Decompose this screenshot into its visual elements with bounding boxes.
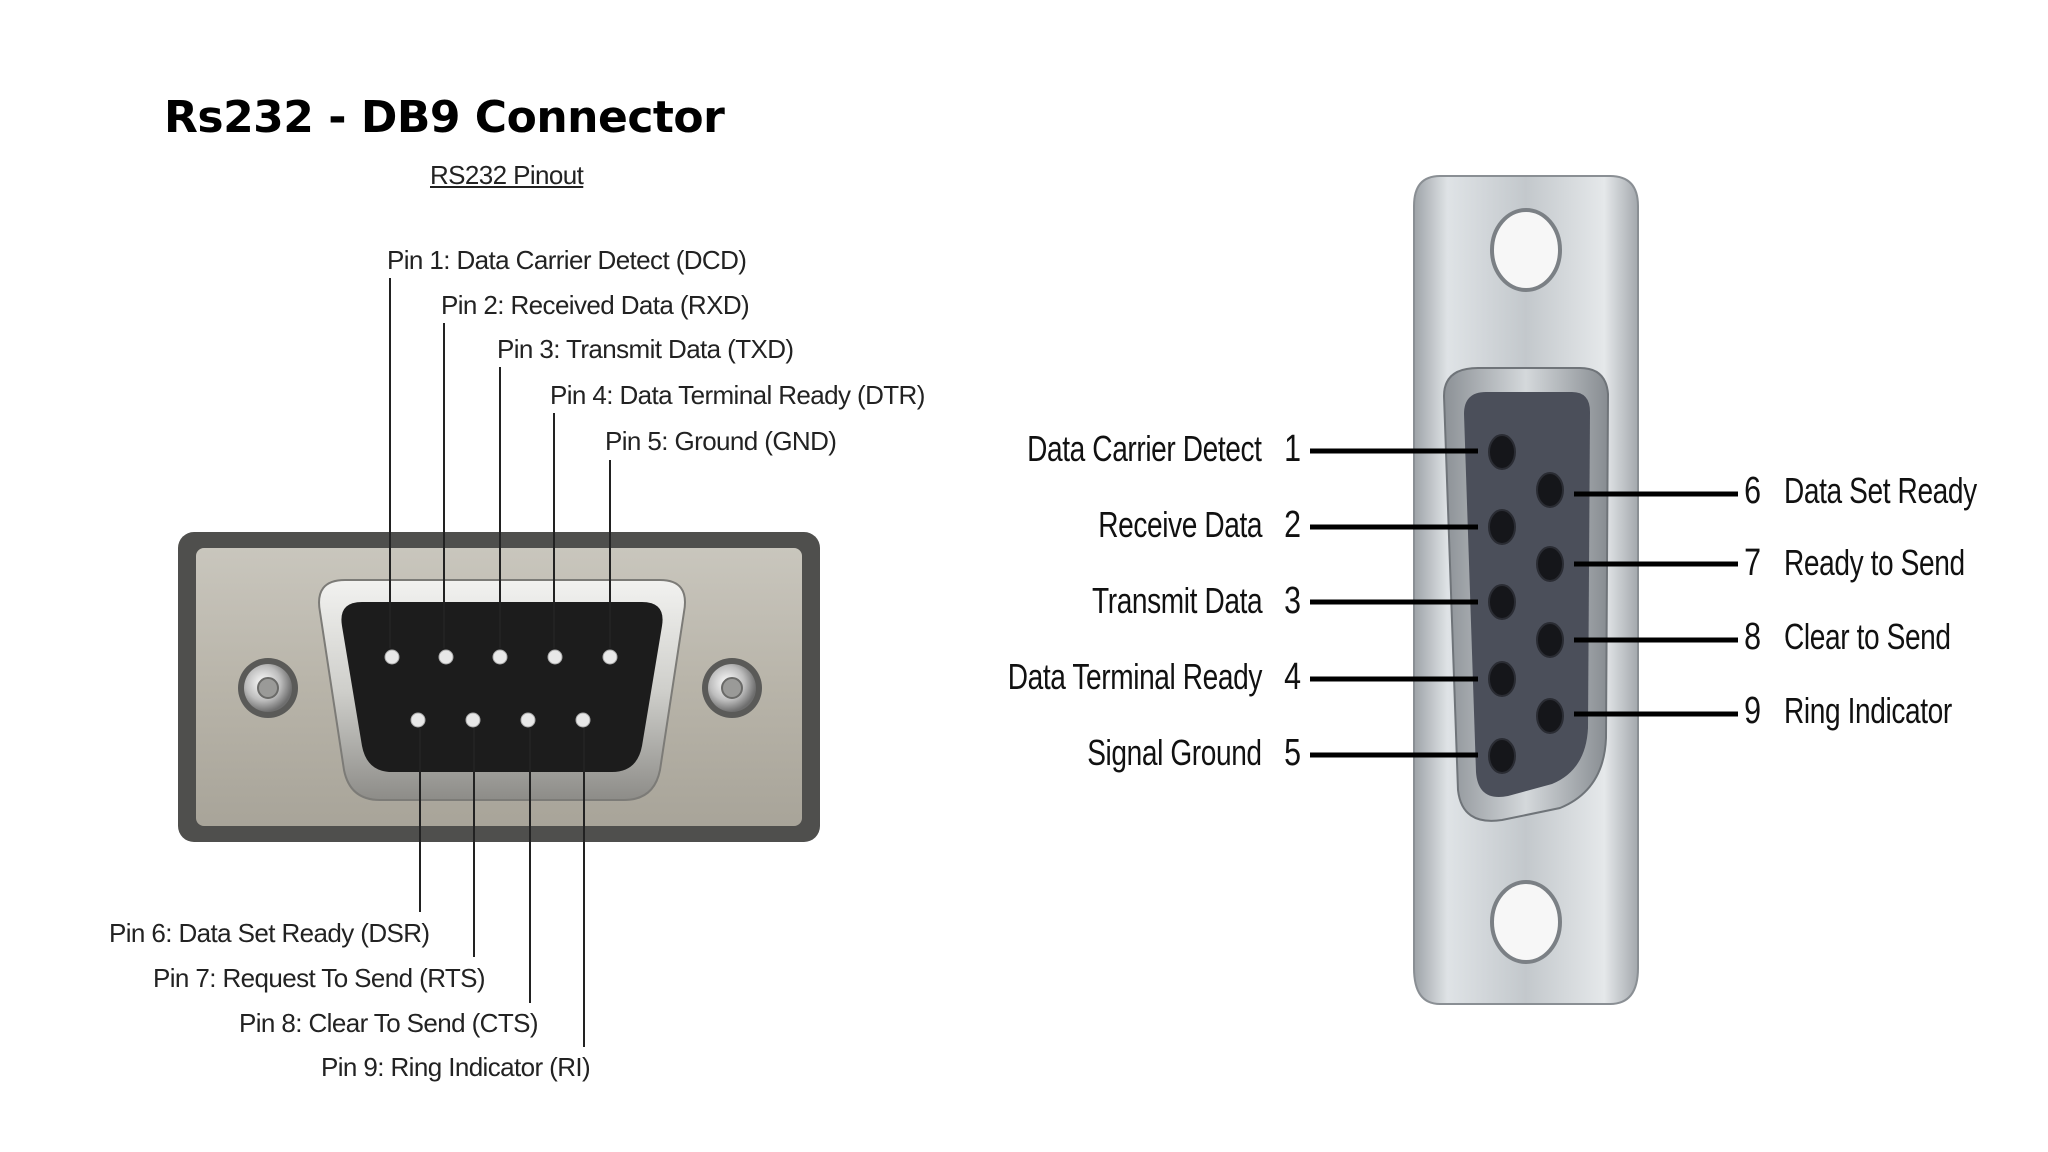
pin-4 — [547, 649, 563, 665]
pin-7 — [465, 712, 481, 728]
pin-number: 3 — [1284, 580, 1302, 622]
pin-label: Pin 2: Received Data (RXD) — [441, 290, 750, 320]
slide-title: Rs232 - DB9 Connector — [164, 92, 725, 143]
pin-name: Data Set Ready — [1784, 470, 1977, 511]
pin-name: Data Terminal Ready — [1007, 656, 1263, 697]
mounting-hole — [1490, 208, 1562, 292]
pin-number: 4 — [1284, 656, 1302, 698]
pin-name: Transmit Data — [1091, 580, 1263, 621]
pin-number: 2 — [1284, 504, 1302, 546]
pin-label: Pin 8: Clear To Send (CTS) — [239, 1008, 539, 1038]
socket-9 — [1536, 698, 1564, 734]
pin-number: 5 — [1284, 732, 1302, 774]
connector-insert-right — [1464, 392, 1590, 797]
pin-2 — [438, 649, 454, 665]
pin-label: Pin 5: Ground (GND) — [605, 426, 837, 456]
pin-9 — [575, 712, 591, 728]
socket-1 — [1488, 434, 1516, 470]
pin-8 — [520, 712, 536, 728]
pin-number: 7 — [1744, 542, 1762, 584]
pin-6 — [410, 712, 426, 728]
connector-insert — [341, 602, 663, 772]
socket-6 — [1536, 472, 1564, 508]
pin-name: Ready to Send — [1784, 542, 1965, 583]
pin-label: Pin 4: Data Terminal Ready (DTR) — [550, 380, 925, 410]
mounting-hole — [1490, 880, 1562, 964]
socket-2 — [1488, 509, 1516, 545]
pin-number: 6 — [1744, 470, 1762, 512]
pin-name: Clear to Send — [1784, 616, 1951, 657]
socket-5 — [1488, 738, 1516, 774]
pin-label: Pin 6: Data Set Ready (DSR) — [109, 918, 430, 948]
pin-number: 9 — [1744, 690, 1762, 732]
pinout-title: RS232 Pinout — [430, 160, 584, 190]
socket-8 — [1536, 622, 1564, 658]
pin-name: Signal Ground — [1087, 732, 1263, 773]
pin-label: Pin 7: Request To Send (RTS) — [153, 963, 486, 993]
pin-1 — [384, 649, 400, 665]
socket-3 — [1488, 584, 1516, 620]
pin-name: Data Carrier Detect — [1027, 428, 1263, 469]
socket-4 — [1488, 661, 1516, 697]
pin-3 — [492, 649, 508, 665]
pin-label: Pin 9: Ring Indicator (RI) — [321, 1052, 591, 1082]
pin-number: 8 — [1744, 616, 1762, 658]
pin-label: Pin 3: Transmit Data (TXD) — [497, 334, 794, 364]
pin-label: Pin 1: Data Carrier Detect (DCD) — [387, 245, 747, 275]
pin-number: 1 — [1284, 428, 1302, 470]
pin-name: Ring Indicator — [1784, 690, 1952, 731]
pin-name: Receive Data — [1098, 504, 1262, 545]
socket-7 — [1536, 546, 1564, 582]
pin-5 — [602, 649, 618, 665]
